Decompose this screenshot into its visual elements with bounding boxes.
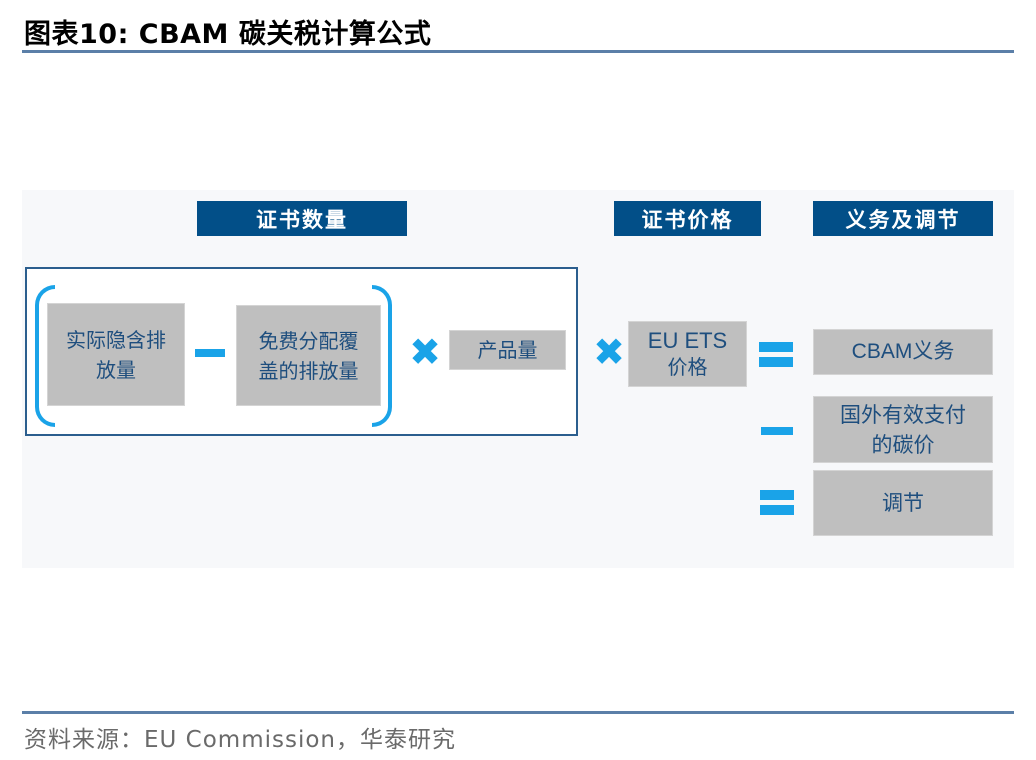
header-certificate-price: 证书价格 — [614, 201, 761, 236]
box-actual-embedded-emissions: 实际隐含排放量 — [47, 303, 185, 406]
box-adjustment: 调节 — [813, 470, 993, 536]
equals-icon — [759, 342, 793, 367]
multiply-icon: ✖ — [409, 330, 441, 374]
source-note: 资料来源：EU Commission，华泰研究 — [24, 727, 457, 753]
minus-icon — [195, 345, 225, 361]
box-eu-ets-price: EU ETS 价格 — [628, 321, 747, 387]
box-free-allocation-emissions: 免费分配覆盖的排放量 — [236, 305, 381, 406]
box-cbam-obligation: CBAM义务 — [813, 329, 993, 375]
equals-icon — [760, 490, 794, 515]
eu-ets-label: EU ETS — [647, 328, 728, 353]
box-foreign-carbon-price: 国外有效支付的碳价 — [813, 396, 993, 463]
title-divider — [22, 50, 1014, 53]
header-obligation-adjustment: 义务及调节 — [813, 201, 993, 236]
box-product-quantity: 产品量 — [449, 330, 566, 370]
header-certificate-quantity: 证书数量 — [197, 201, 407, 236]
price-label: 价格 — [667, 355, 708, 379]
figure-title: 图表10: CBAM 碳关税计算公式 — [24, 19, 432, 50]
footer-divider — [22, 711, 1014, 714]
minus-icon — [761, 426, 793, 436]
multiply-icon: ✖ — [593, 330, 625, 374]
